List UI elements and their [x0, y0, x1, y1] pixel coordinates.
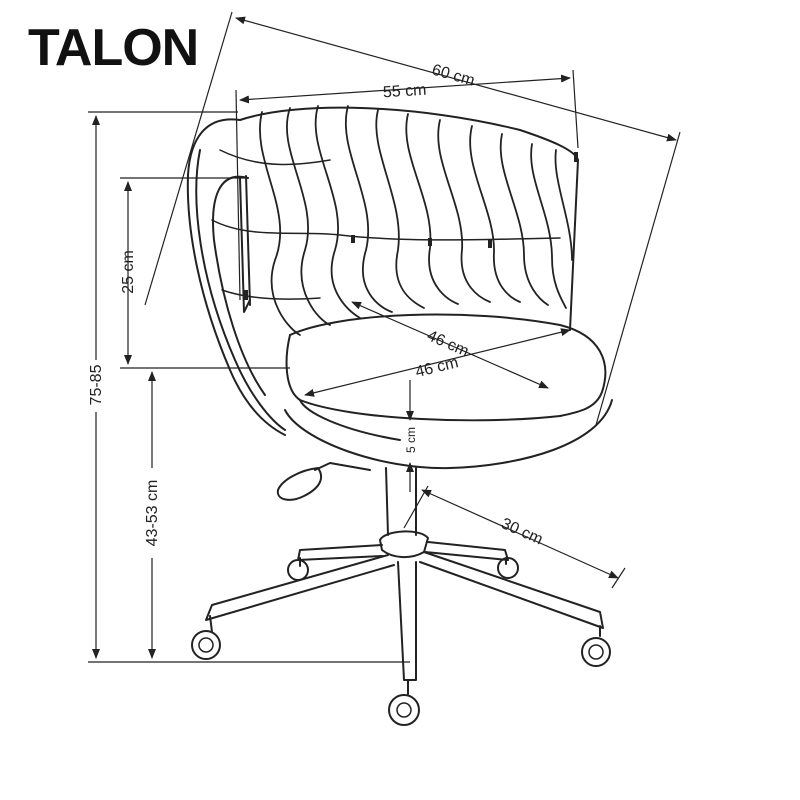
caster-right-back: [497, 557, 519, 579]
caster-left-back: [287, 557, 309, 581]
label-base-radius: 30 cm: [498, 515, 545, 548]
caster-right-front: [581, 625, 611, 667]
label-seat-thickness: 5 cm: [404, 427, 418, 453]
dim-back-width: 55 cm: [235, 69, 579, 301]
dim-seat-thickness: 5 cm: [404, 380, 418, 492]
chair-base: [191, 530, 611, 726]
label-total-height: 75-85: [88, 364, 105, 405]
dim-base-radius: 30 cm: [403, 485, 626, 589]
caster-left-front: [191, 615, 221, 660]
chair-backrest: [186, 105, 579, 436]
label-back-width: 55 cm: [382, 82, 427, 102]
label-seat-height: 43-53 cm: [144, 480, 161, 547]
label-seat-width: 46 cm: [414, 354, 460, 381]
dim-overall-width: 60 cm: [144, 11, 681, 426]
product-title: TALON: [28, 19, 199, 77]
dim-seat-height: 43-53 cm: [144, 371, 161, 659]
caster-center: [388, 679, 420, 726]
label-backrest-height: 25 cm: [120, 250, 137, 294]
chair-gas-lift: [276, 462, 417, 536]
dim-backrest-height: 25 cm: [120, 177, 290, 369]
dim-total-height: 75-85: [88, 111, 410, 663]
